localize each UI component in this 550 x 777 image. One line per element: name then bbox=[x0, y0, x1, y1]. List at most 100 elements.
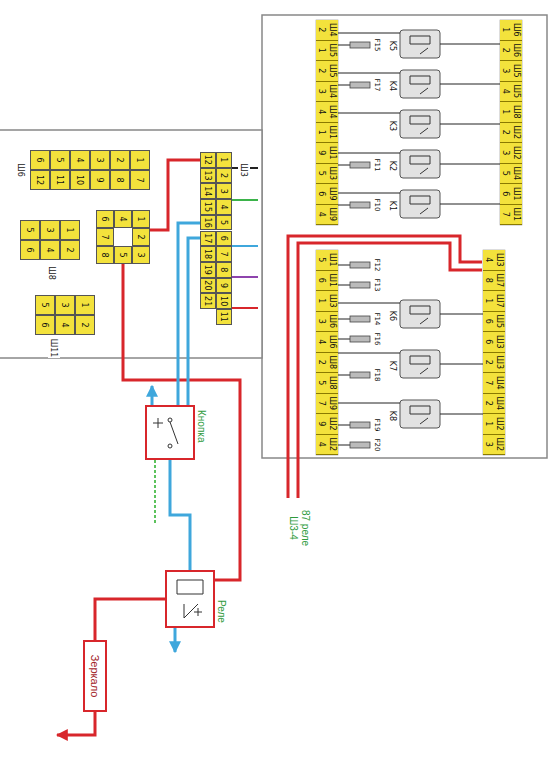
pin-number: 9 bbox=[216, 278, 232, 294]
red-wire bbox=[57, 712, 95, 735]
terminal-name: Ш3 bbox=[494, 250, 505, 271]
terminal-pin: 2 bbox=[316, 61, 327, 82]
pin-number: 3 bbox=[132, 246, 150, 264]
fuse-block-panel bbox=[316, 250, 338, 455]
relay-label: K6 bbox=[388, 308, 398, 324]
terminal-name: Ш2 bbox=[327, 414, 338, 435]
connector-panel bbox=[0, 130, 262, 358]
component-name: Кнопка bbox=[196, 410, 207, 442]
pin-number: 6 bbox=[96, 210, 114, 228]
pin-number: 1 bbox=[132, 210, 150, 228]
pin-number: 2 bbox=[216, 168, 232, 184]
panel-lead bbox=[338, 33, 500, 445]
pin-number: 2 bbox=[60, 240, 80, 260]
pin-number: 3 bbox=[216, 183, 232, 199]
red-wire bbox=[288, 236, 482, 498]
pin-number: 14 bbox=[200, 183, 216, 199]
pin-number: 3 bbox=[90, 150, 110, 170]
terminal-name: Ш4 bbox=[494, 373, 505, 394]
pin-number: 7 bbox=[130, 170, 150, 190]
terminal-name: Ш4 bbox=[494, 394, 505, 415]
terminal-pin: 4 bbox=[316, 332, 327, 353]
fuse-symbol bbox=[350, 42, 370, 448]
relay-symbol bbox=[400, 30, 440, 428]
terminal-name: Ш4 bbox=[327, 82, 338, 103]
fuse-label: F19 bbox=[372, 417, 382, 433]
pin-number: 15 bbox=[200, 199, 216, 215]
terminal-pin: 4 bbox=[483, 250, 494, 271]
pin-number: 6 bbox=[30, 150, 50, 170]
pin-number: 5 bbox=[20, 220, 40, 240]
pin-number: 17 bbox=[200, 231, 216, 247]
fuse-label: F17 bbox=[372, 77, 382, 93]
mirror-box: Зеркало bbox=[83, 640, 107, 712]
pin-number: 5 bbox=[114, 246, 132, 264]
terminal-pin: 1 bbox=[483, 414, 494, 435]
relay-label: K5 bbox=[388, 38, 398, 54]
fuse-symbol bbox=[350, 442, 370, 448]
terminal-name: Ш1 bbox=[327, 271, 338, 292]
terminal-pin: 4 bbox=[316, 435, 327, 456]
terminal-pin: 5 bbox=[316, 250, 327, 271]
fuse-label: F14 bbox=[372, 311, 382, 327]
terminal-name: Ш5 bbox=[327, 41, 338, 62]
terminal-name: Ш1 bbox=[327, 250, 338, 271]
blue-wire bbox=[178, 223, 200, 405]
pin-number: 19 bbox=[200, 262, 216, 278]
pin-number: 12 bbox=[30, 170, 50, 190]
terminal-pin: 1 bbox=[316, 123, 327, 144]
pin-number: 5 bbox=[216, 215, 232, 231]
terminal-pin: 7 bbox=[316, 394, 327, 415]
fuse-label: F12 bbox=[372, 257, 382, 273]
fuse-block-panel bbox=[483, 250, 505, 455]
terminal-name: Ш1 bbox=[327, 143, 338, 164]
terminal-name: Ш2 bbox=[511, 123, 522, 144]
green-wire bbox=[154, 460, 156, 525]
red-wire bbox=[150, 160, 200, 230]
switch-symbol bbox=[153, 418, 178, 444]
pin-number: 4 bbox=[114, 210, 132, 228]
terminal-pin: 7 bbox=[483, 373, 494, 394]
pin-number: 6 bbox=[35, 315, 55, 335]
terminal-name: Ш5 bbox=[327, 61, 338, 82]
fuse-symbol bbox=[350, 372, 370, 378]
pin-number: 3 bbox=[40, 220, 60, 240]
terminal-name: Ш6 bbox=[511, 41, 522, 62]
wire bbox=[170, 460, 190, 570]
relay-box: Реле bbox=[165, 570, 215, 628]
terminal-pin: 6 bbox=[316, 184, 327, 205]
button-box: Кнопка bbox=[145, 405, 195, 460]
pin-number: 4 bbox=[55, 315, 75, 335]
terminal-pin: 7 bbox=[500, 205, 511, 226]
terminal-pin: 5 bbox=[316, 164, 327, 185]
pin-number: 21 bbox=[200, 293, 216, 309]
pin-number: 6 bbox=[20, 240, 40, 260]
fuse-symbol bbox=[350, 162, 370, 168]
terminal-name: Ш1 bbox=[327, 123, 338, 144]
switch-symbol bbox=[177, 580, 203, 618]
pin-number: 4 bbox=[40, 240, 60, 260]
terminal-pin: 2 bbox=[500, 123, 511, 144]
red-wire bbox=[123, 264, 240, 580]
terminal-pin: 4 bbox=[500, 82, 511, 103]
pin-number: 10 bbox=[216, 293, 232, 309]
component-name: Реле bbox=[216, 600, 227, 623]
pin-number: 6 bbox=[216, 231, 232, 247]
terminal-pin: 1 bbox=[316, 41, 327, 62]
red-wire bbox=[298, 243, 482, 498]
terminal-name: Ш5 bbox=[494, 312, 505, 333]
pin-number: 7 bbox=[96, 228, 114, 246]
terminal-name: Ш2 bbox=[494, 435, 505, 456]
terminal-pin: 1 bbox=[483, 291, 494, 312]
connector-name: Ш8 bbox=[46, 263, 58, 283]
panel-lead bbox=[338, 33, 500, 445]
terminal-name: Ш1 bbox=[511, 184, 522, 205]
wire-stub bbox=[232, 199, 258, 201]
terminal-pin: 2 bbox=[483, 394, 494, 415]
fuse-symbol bbox=[350, 42, 370, 48]
fuse-symbol bbox=[350, 262, 370, 268]
pin-number: 3 bbox=[55, 295, 75, 315]
terminal-name: Ш4 bbox=[327, 20, 338, 41]
terminal-pin: 2 bbox=[500, 41, 511, 62]
pin-number: 1 bbox=[75, 295, 95, 315]
